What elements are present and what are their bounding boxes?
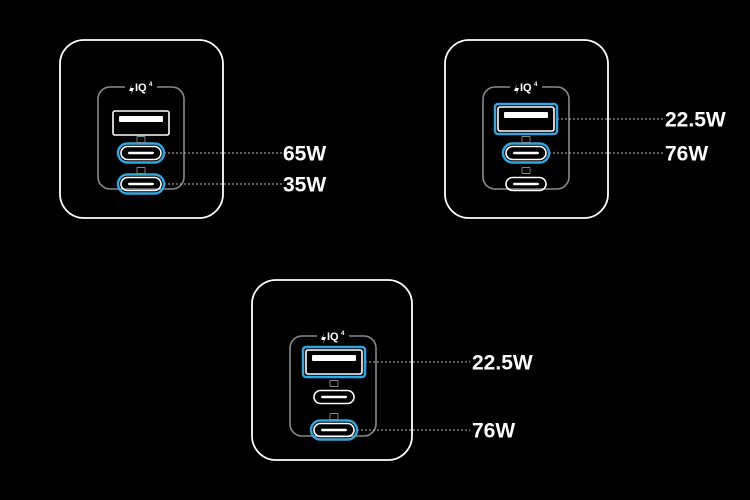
charger-bottom-1-port-glyph-icon <box>329 380 339 387</box>
charger-top-left-body <box>59 39 224 219</box>
charger-bottom-0-usb-a-tongue <box>312 355 356 361</box>
charger-bottom-logo-superscript: 4 <box>341 331 345 337</box>
charger-top-right-logo-mask <box>510 80 542 94</box>
charger-top-right-1-usb-c-highlight <box>501 142 551 164</box>
charger-bottom-bolt-icon <box>321 333 326 344</box>
charger-top-right-0-port-usb-a <box>493 102 559 136</box>
charger-top-left-2-port-glyph-icon <box>136 167 146 174</box>
charger-top-left-2-port-usb-c <box>116 167 166 195</box>
charger-top-left-1-usb-c-port <box>120 145 162 161</box>
charger-top-left-2-usb-c-tongue <box>128 182 154 186</box>
charger-bottom-0-usb-a-highlight <box>301 345 367 379</box>
charger-bottom-1-usb-c-tongue <box>321 395 347 399</box>
charger-top-right-1-port-usb-c <box>501 136 551 164</box>
charger-top-left-logo-text: IQ <box>135 82 147 94</box>
charger-bottom-2-port-usb-c <box>309 413 359 441</box>
charger-top-right-1-usb-c-port <box>505 145 547 161</box>
charger-bottom-1-usb-c-port <box>313 389 355 405</box>
charger-top-right-watt-label: 22.5W <box>665 109 726 132</box>
charger-top-right-0-usb-a-port <box>497 106 555 132</box>
charger-top-left-1-usb-c-tongue <box>128 151 154 155</box>
charger-top-left-logo-mask <box>125 80 157 94</box>
charger-top-right-watt-label: 76W <box>665 143 708 166</box>
charger-top-left-1-port-glyph-icon <box>136 136 146 143</box>
charger-bottom-2-usb-c-tongue <box>321 428 347 432</box>
charger-bottom-watt-label: 22.5W <box>472 352 533 375</box>
charger-top-right-logo-superscript: 4 <box>534 82 538 88</box>
charger-top-left-logo-superscript: 4 <box>149 82 153 88</box>
charger-top-right-0-usb-a-highlight <box>493 102 559 136</box>
charger-bottom-2-usb-c-highlight <box>309 419 359 441</box>
charger-bottom-watt-label: 76W <box>472 420 515 443</box>
charger-top-left-0-usb-a-tongue <box>119 116 163 122</box>
charger-bottom-0-port-usb-a <box>301 345 367 379</box>
charger-top-right-body <box>444 39 609 219</box>
charger-bottom-2-port-glyph-icon <box>329 413 339 420</box>
charger-top-right-2-port-glyph-icon <box>521 167 531 174</box>
charger-bottom-1-port-usb-c <box>313 380 355 405</box>
charger-top-right-2-usb-c-tongue <box>513 182 539 186</box>
charger-top-right-bolt-icon <box>514 84 519 95</box>
charger-top-right-1-port-glyph-icon <box>521 136 531 143</box>
charger-bottom-2-usb-c-port <box>313 422 355 438</box>
charger-top-left-1-port-usb-c <box>116 136 166 164</box>
charger-top-left-0-usb-a-port <box>112 110 170 136</box>
charger-top-right-logo-text: IQ <box>520 82 532 94</box>
charger-bottom-logo-mask <box>317 329 349 343</box>
charger-bottom-0-usb-a-port <box>305 349 363 375</box>
charger-top-left-2-usb-c-port <box>120 176 162 192</box>
charger-top-right-2-port-usb-c <box>505 167 547 192</box>
charger-top-right-0-usb-a-tongue <box>504 112 548 118</box>
charger-top-left-bolt-icon <box>129 84 134 95</box>
charger-top-right-1-usb-c-tongue <box>513 151 539 155</box>
charger-top-left-1-usb-c-highlight <box>116 142 166 164</box>
charger-top-left-0-port-usb-a <box>112 110 170 136</box>
charger-top-left-watt-label: 65W <box>283 143 326 166</box>
charger-bottom-body <box>251 279 413 461</box>
charger-bottom-logo-text: IQ <box>327 331 339 343</box>
charger-top-left-2-usb-c-highlight <box>116 173 166 195</box>
charger-top-left-watt-label: 35W <box>283 174 326 197</box>
charger-top-right-2-usb-c-port <box>505 176 547 192</box>
